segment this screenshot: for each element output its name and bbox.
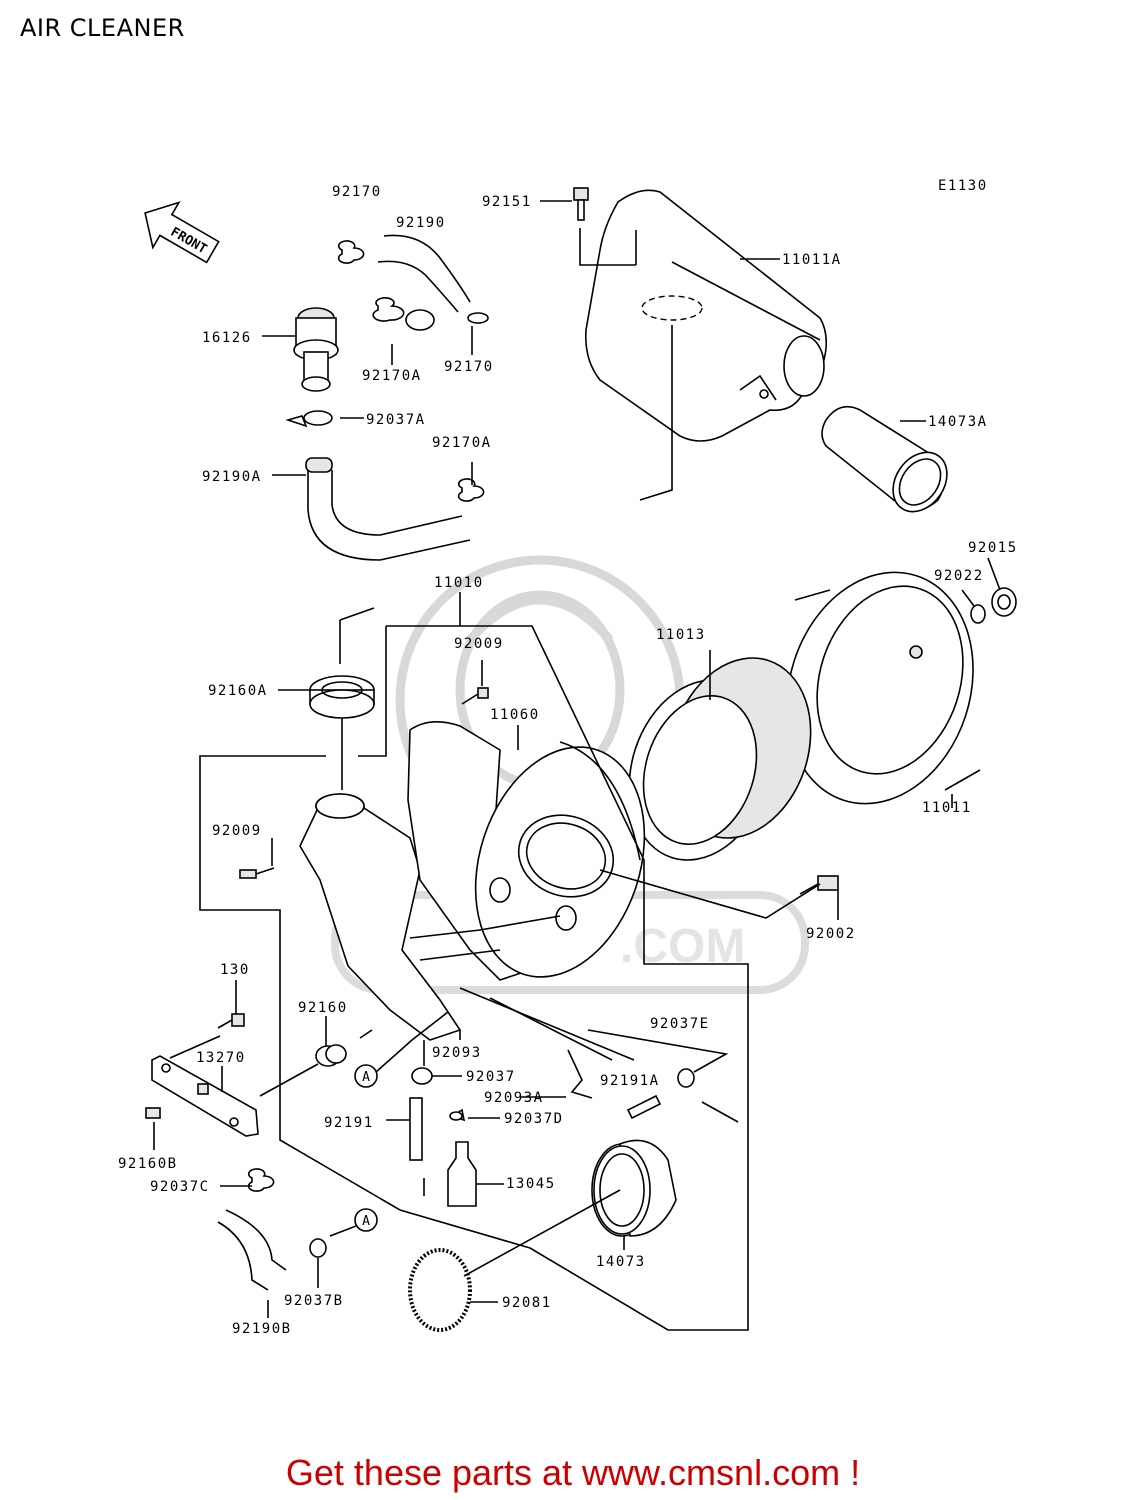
part-label-92190: 92190 — [396, 215, 446, 231]
part-label-92022: 92022 — [934, 568, 984, 584]
callout-a-2: A — [354, 1208, 378, 1232]
part-label-16126: 16126 — [202, 330, 252, 346]
footer-link[interactable]: Get these parts at www.cmsnl.com ! — [285, 1452, 861, 1493]
part-label-14073: 14073 — [596, 1254, 646, 1270]
part-label-92037e: 92037E — [650, 1016, 710, 1032]
part-label-11013: 11013 — [656, 627, 706, 643]
exploded-parts-diagram: .COM FRONT — [118, 178, 1018, 1337]
part-label-92009-a: 92009 — [454, 636, 504, 652]
hose-assembly-top — [285, 234, 489, 561]
part-label-92002: 92002 — [806, 926, 856, 942]
part-label-92170a: 92170A — [362, 368, 422, 384]
part-label-92015: 92015 — [968, 540, 1018, 556]
part-label-92170: 92170 — [332, 184, 382, 200]
part-label-92160a: 92160A — [208, 683, 268, 699]
part-label-92190a: 92190A — [202, 469, 262, 485]
svg-text:A: A — [362, 1214, 370, 1229]
part-label-92037d: 92037D — [504, 1111, 564, 1127]
part-label-92160: 92160 — [298, 1000, 348, 1016]
part-label-14073a: 14073A — [928, 414, 988, 430]
part-label-92037c: 92037C — [150, 1179, 210, 1195]
diagram-code: E1130 — [938, 178, 988, 194]
svg-text:A: A — [362, 1070, 370, 1085]
part-label-130: 130 — [220, 962, 250, 978]
part-label-92037: 92037 — [466, 1069, 516, 1085]
part-label-11010: 11010 — [434, 575, 484, 591]
part-label-92093: 92093 — [432, 1045, 482, 1061]
part-label-92160b: 92160B — [118, 1156, 178, 1172]
part-label-92037a: 92037A — [366, 412, 426, 428]
part-label-92037b: 92037B — [284, 1293, 344, 1309]
part-label-11011: 11011 — [922, 800, 972, 816]
part-label-11060: 11060 — [490, 707, 540, 723]
air-cleaner-base — [145, 675, 839, 1332]
part-label-92081: 92081 — [502, 1295, 552, 1311]
part-label-11011a: 11011A — [782, 252, 842, 268]
front-arrow-icon: FRONT — [144, 201, 220, 264]
part-label-92170a-b: 92170A — [432, 435, 492, 451]
leader-lines — [153, 200, 1001, 1331]
part-label-92151: 92151 — [482, 194, 532, 210]
page-title: AIR CLEANER — [20, 14, 185, 42]
callout-a-1: A — [354, 1064, 378, 1088]
part-label-13045: 13045 — [506, 1176, 556, 1192]
part-label-92191a: 92191A — [600, 1073, 660, 1089]
air-cleaner-cover — [573, 187, 948, 513]
watermark-text: .COM — [620, 920, 745, 973]
part-label-92191: 92191 — [324, 1115, 374, 1131]
part-label-13270: 13270 — [196, 1050, 246, 1066]
air-filter-housing — [628, 571, 1017, 861]
part-label-92009-b: 92009 — [212, 823, 262, 839]
part-label-92170-b: 92170 — [444, 359, 494, 375]
part-label-92093a: 92093A — [484, 1090, 544, 1106]
part-label-92190b: 92190B — [232, 1321, 292, 1337]
